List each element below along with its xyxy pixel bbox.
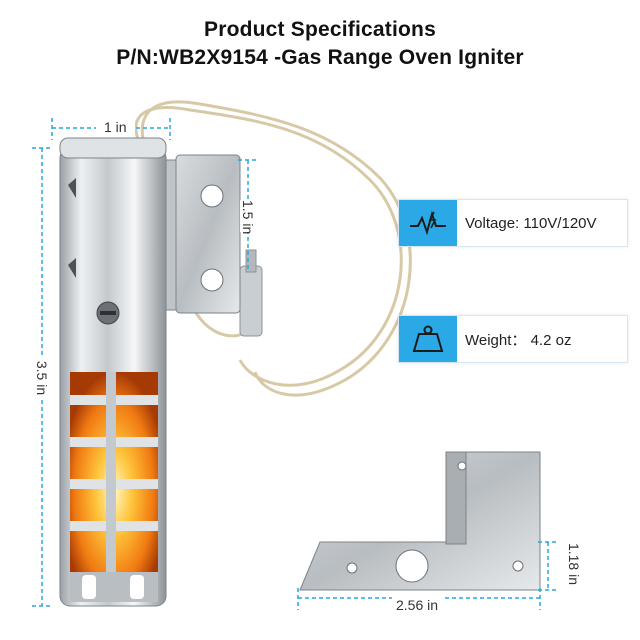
voltage-wave-icon [399,200,457,246]
upper-bracket [165,154,241,314]
voltage-label: Voltage: [465,214,520,232]
dim-top-width: 1 in [96,119,135,135]
igniter-body [59,137,167,607]
weight-spec: Weight： 4.2 oz [398,315,628,363]
title-line-2: P/N:WB2X9154 -Gas Range Oven Igniter [116,46,524,69]
weight-label: Weight： [465,331,527,349]
weight-value: 4.2 oz [530,331,572,349]
dim-bracket-side: 1.18 in [566,542,582,586]
weight-icon [399,316,457,362]
dim-body-length: 3.5 in [34,358,50,398]
voltage-spec: Voltage: 110V/120V [398,199,628,247]
wire-connector [239,249,263,337]
flame-window [70,372,158,572]
title-line-1: Product Specifications [204,18,436,41]
dim-bracket-height: 1.5 in [240,200,256,235]
dim-bracket-width: 2.56 in [392,597,443,613]
voltage-value: 110V/120V [523,214,597,232]
l-bracket [299,451,541,591]
